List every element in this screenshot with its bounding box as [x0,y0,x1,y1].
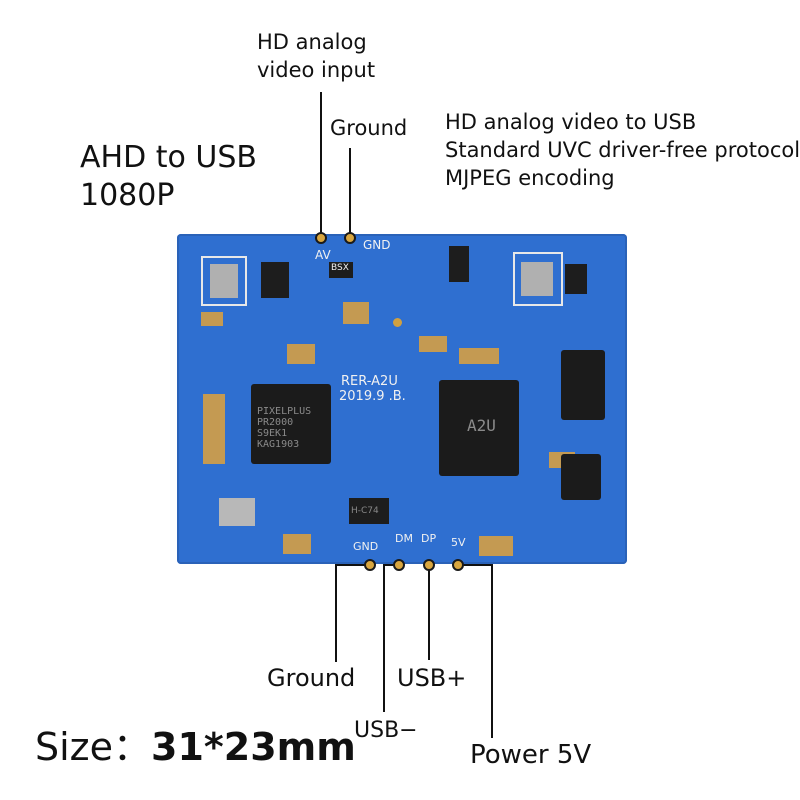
ground-top-label: Ground [330,116,408,140]
power-5v-label: Power 5V [470,740,592,770]
size-prefix: Size： [35,725,152,769]
title-line1: AHD to USB [80,140,257,175]
regulator-top-mid [449,246,469,282]
small-chip-bottom-right [561,454,601,500]
cap-5 [459,348,499,364]
part-c74-label: H-C74 [351,506,379,516]
av-input-label-line2: video input [257,58,376,82]
power-leader-line [458,564,493,738]
usb-plus-label: USB+ [397,664,467,692]
mounting-via [393,318,402,327]
usb-minus-label: USB− [354,718,418,743]
description-line1: HD analog video to USB [445,110,697,134]
sot-top-right [565,264,587,294]
silk-5v: 5V [451,536,466,549]
av-input-label-line1: HD analog [257,30,367,54]
usb-bridge-chip-text: A2U [467,416,496,435]
regulator-top-left [261,262,289,298]
inductor-outline-right [513,252,563,306]
dp-pad [423,559,435,571]
part-bsx [329,262,353,278]
description-line3: MJPEG encoding [445,166,615,190]
silk-av: AV [315,248,331,262]
cap-2 [343,302,369,324]
silk-dp: DP [421,532,437,545]
model-line1: RER-A2U [341,374,398,389]
inductor-left [210,264,238,298]
silk-gnd-top: GND [363,238,391,252]
cap-3 [287,344,315,364]
pcb-board: BSX PIXELPLUS PR2000 S9EK1 KAG1903 A2U R… [177,234,627,564]
cap-4 [419,336,447,352]
silk-dm: DM [395,532,413,545]
part-c74 [349,498,389,524]
video-decoder-chip-text: PIXELPLUS PR2000 S9EK1 KAG1903 [257,406,312,450]
model-line2: 2019.9 .B. [339,389,406,404]
silk-gnd-bottom: GND [353,540,379,553]
crystal [219,498,255,526]
resistor-array-left [203,394,225,464]
inductor-right [521,262,553,296]
flash-chip [561,350,605,420]
title-line2: 1080P [80,178,175,213]
inductor-outline-left [201,256,247,306]
cap-6 [479,536,513,556]
gnd-top-pad [344,232,356,244]
cap-1 [201,312,223,326]
part-bsx-label: BSX [331,263,349,273]
cap-7 [283,534,311,554]
size-label: Size：31*23mm [35,716,356,771]
size-value: 31*23mm [151,725,356,769]
description-line2: Standard UVC driver-free protocol [445,138,800,162]
power-5v-pad [452,559,464,571]
ground-bottom-label: Ground [267,664,356,692]
av-pad [315,232,327,244]
dm-pad [393,559,405,571]
video-decoder-chip: PIXELPLUS PR2000 S9EK1 KAG1903 [251,384,331,464]
gnd-bottom-pad [364,559,376,571]
gnd-bottom-leader-line [335,564,370,662]
usb-bridge-chip: A2U [439,380,519,476]
